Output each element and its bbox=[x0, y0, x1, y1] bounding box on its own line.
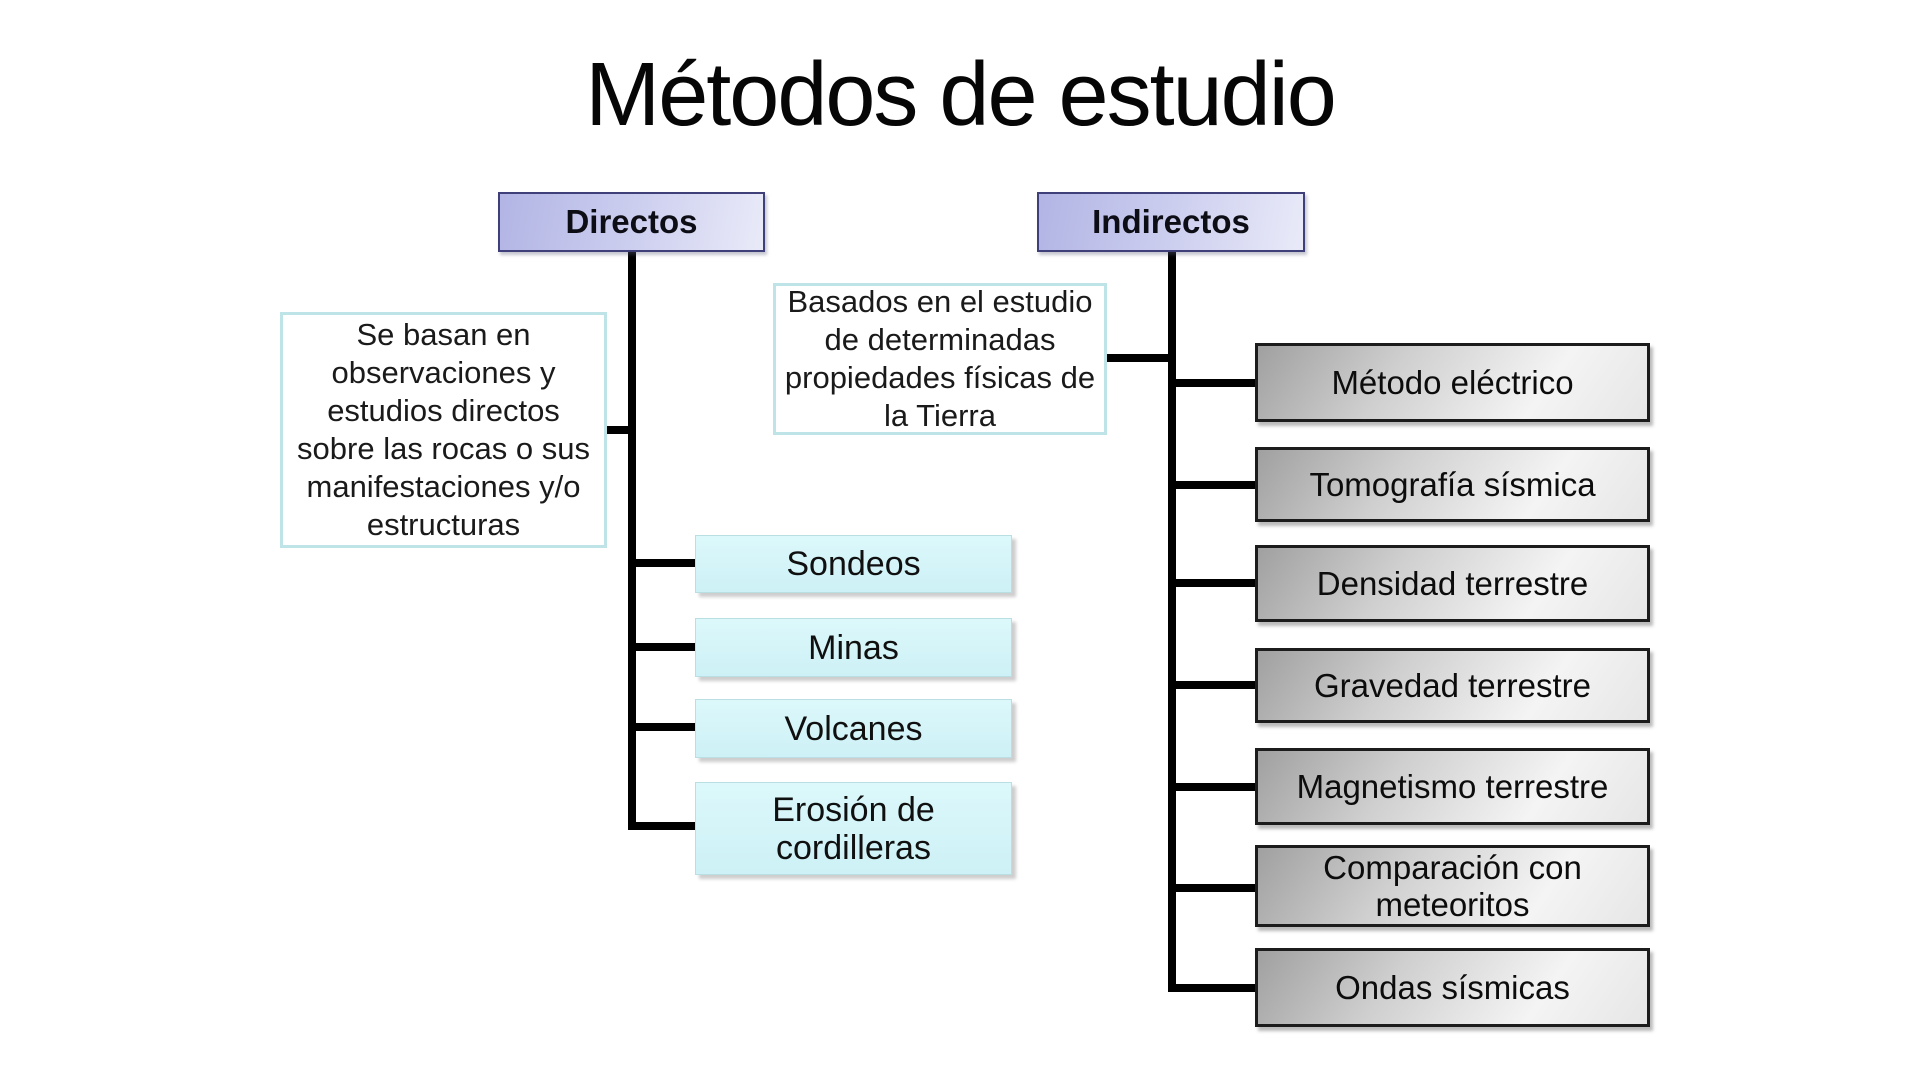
indirectos-item-magnetismo-terrestre: Magnetismo terrestre bbox=[1255, 748, 1650, 825]
branch-line-tomografia-sismica bbox=[1172, 481, 1257, 489]
directos-item-minas: Minas bbox=[695, 618, 1012, 677]
branch-line-volcanes bbox=[632, 723, 696, 731]
indirectos-description-box: Basados en el estudio de determinadas pr… bbox=[773, 283, 1107, 435]
branch-line-magnetismo-terrestre bbox=[1172, 783, 1257, 791]
indirectos-item-gravedad-terrestre: Gravedad terrestre bbox=[1255, 648, 1650, 723]
branch-line-sondeos bbox=[632, 559, 696, 567]
indirectos-item-metodo-electrico: Método eléctrico bbox=[1255, 343, 1650, 422]
indirectos-item-comparacion-meteoritos: Comparación con meteoritos bbox=[1255, 845, 1650, 927]
indirectos-trunk-line bbox=[1168, 250, 1176, 990]
indirectos-header: Indirectos bbox=[1037, 192, 1305, 252]
page-title: Métodos de estudio bbox=[585, 45, 1337, 145]
directos-description-connector-line bbox=[601, 426, 634, 434]
directos-trunk-line bbox=[628, 250, 636, 830]
branch-line-minas bbox=[632, 643, 696, 651]
indirectos-item-densidad-terrestre: Densidad terrestre bbox=[1255, 545, 1650, 622]
branch-line-densidad-terrestre bbox=[1172, 579, 1257, 587]
directos-description-box: Se basan en observaciones y estudios dir… bbox=[280, 312, 607, 548]
branch-line-ondas-sismicas-elbow bbox=[1168, 984, 1255, 992]
directos-header: Directos bbox=[498, 192, 765, 252]
indirectos-item-tomografia-sismica: Tomografía sísmica bbox=[1255, 447, 1650, 522]
branch-line-metodo-electrico bbox=[1172, 379, 1257, 387]
branch-line-gravedad-terrestre bbox=[1172, 681, 1257, 689]
branch-line-comparacion-meteoritos bbox=[1172, 884, 1257, 892]
indirectos-item-ondas-sismicas: Ondas sísmicas bbox=[1255, 948, 1650, 1027]
directos-item-erosion-cordilleras: Erosión de cordilleras bbox=[695, 782, 1012, 875]
branch-line-erosion-elbow bbox=[628, 822, 698, 830]
directos-item-sondeos: Sondeos bbox=[695, 535, 1012, 593]
indirectos-description-connector-line bbox=[1105, 354, 1172, 362]
directos-item-volcanes: Volcanes bbox=[695, 699, 1012, 758]
